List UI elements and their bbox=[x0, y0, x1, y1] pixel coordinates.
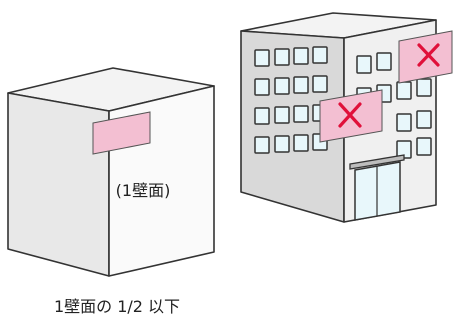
plain-building: (1壁面) bbox=[7, 67, 215, 277]
cross-mark-icon bbox=[338, 102, 362, 128]
office-entrance bbox=[349, 154, 405, 221]
rejected-sign-upper bbox=[398, 30, 453, 84]
office-side-windows bbox=[254, 46, 328, 154]
caption: 1壁面の 1/2 以下 bbox=[54, 297, 180, 316]
rejected-sign-lower bbox=[319, 89, 383, 143]
wall-sign bbox=[92, 111, 151, 155]
plain-building-left-face bbox=[7, 92, 110, 277]
wall-label: (1壁面) bbox=[116, 181, 171, 200]
cross-mark-icon bbox=[417, 43, 440, 67]
office-building bbox=[240, 12, 453, 223]
